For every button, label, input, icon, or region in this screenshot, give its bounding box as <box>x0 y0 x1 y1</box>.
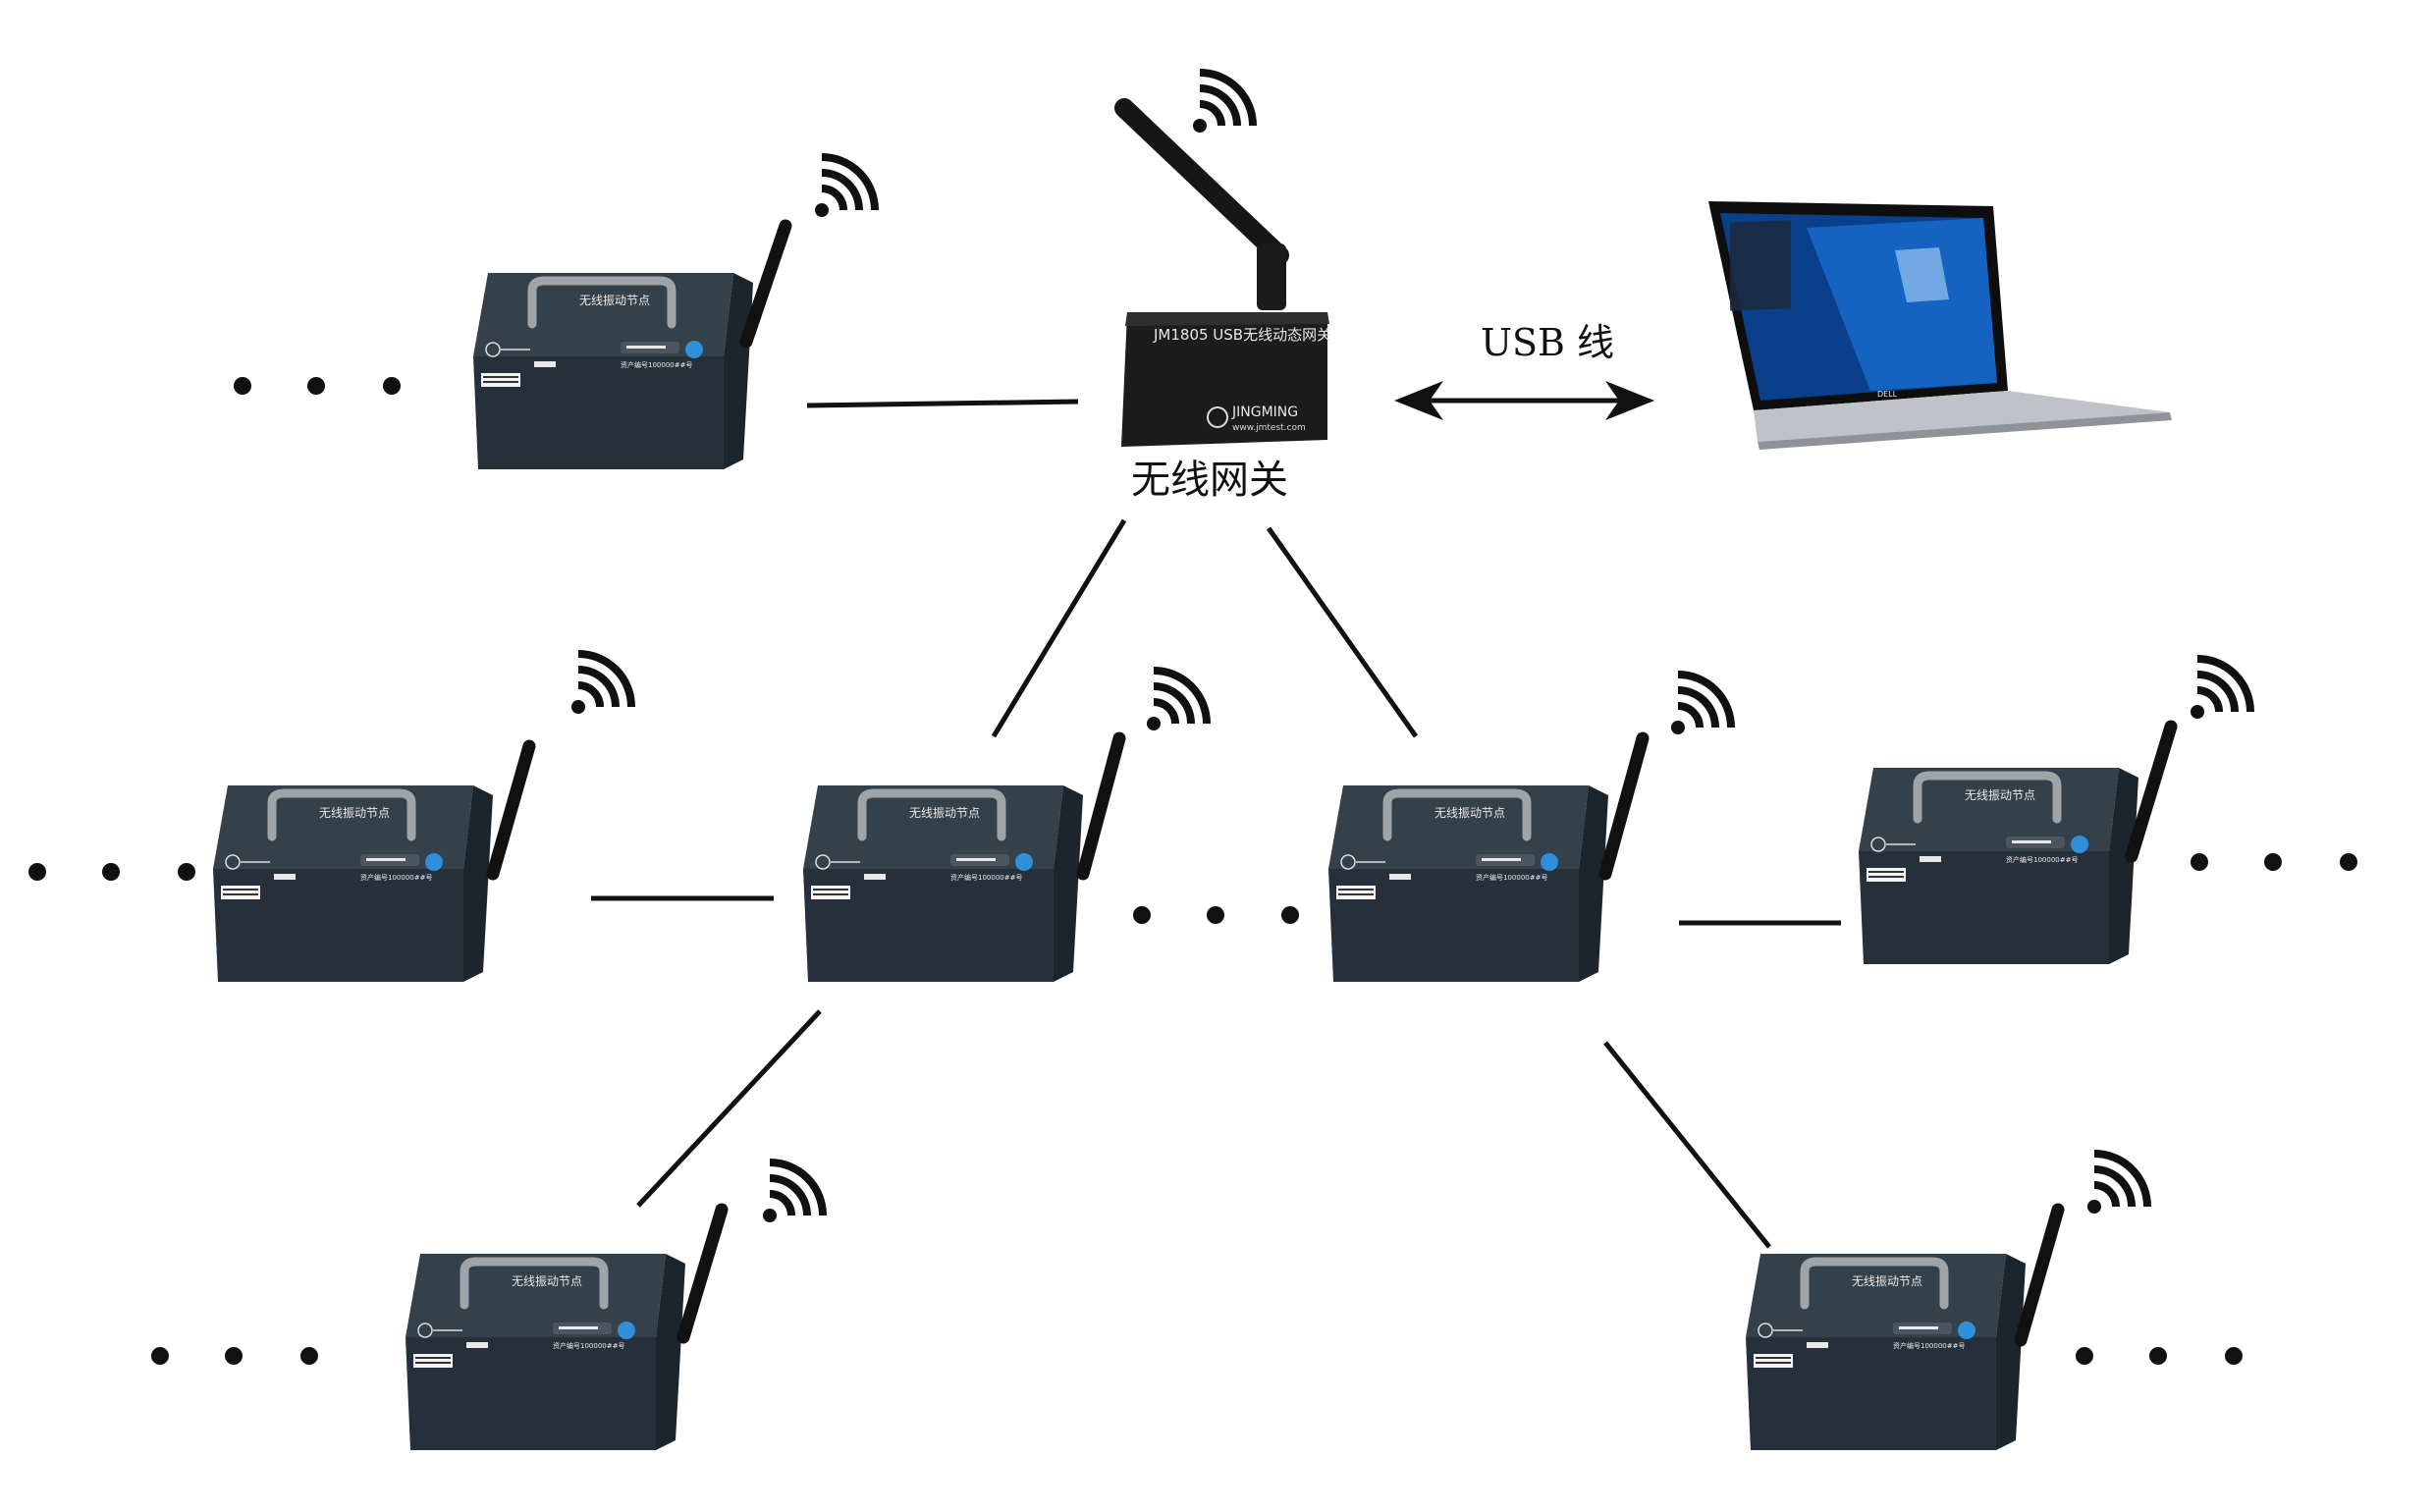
wifi-signal-icon <box>1147 671 1207 730</box>
node-bottom-right: 无线振动节点 资产编号100000##号 <box>1746 1154 2147 1450</box>
ellipsis-dots <box>28 377 2357 1365</box>
node-mri-antenna <box>1598 731 1650 881</box>
node-br-serial: 资产编号100000##号 <box>1893 1341 1965 1350</box>
ellipsis-bottom-right <box>2076 1347 2243 1365</box>
ellipsis-mid-right <box>2191 853 2357 871</box>
link-gateway-midright <box>1266 526 1419 738</box>
link-gateway-midleft <box>991 518 1127 738</box>
connection-lines <box>591 399 1841 1249</box>
gateway-antenna <box>1114 98 1289 265</box>
node-mid-left-inner: 无线振动节点 资产编号100000##号 <box>803 671 1207 982</box>
wifi-signal-icon <box>815 157 875 217</box>
node-mid-right-outer: 无线振动节点 资产编号100000##号 <box>1859 659 2250 964</box>
laptop-brand-text: DELL <box>1877 390 1898 399</box>
node-mli-serial: 资产编号100000##号 <box>950 873 1022 882</box>
brand-logo-icon <box>1207 406 1228 428</box>
node-mid-right-inner: 无线振动节点 资产编号100000##号 <box>1328 675 1731 982</box>
node-bottom-left: 无线振动节点 资产编号100000##号 <box>406 1162 823 1450</box>
link-midleft-bottomleft <box>636 1009 822 1208</box>
wifi-signal-icon <box>1671 675 1731 734</box>
node-mli-title: 无线振动节点 <box>909 806 980 820</box>
wireless-gateway: JM1805 USB无线动态网关 JINGMING www.jmtest.com… <box>1114 73 1331 503</box>
wifi-signal-icon <box>1193 73 1253 133</box>
node-mro-title: 无线振动节点 <box>1965 788 2035 802</box>
node-top: 无线振动节点 资产编号100000##号 <box>473 157 875 469</box>
gateway-body <box>1121 312 1327 447</box>
node-br-antenna <box>2014 1203 2065 1347</box>
node-bl-serial: 资产编号100000##号 <box>553 1341 624 1350</box>
link-midright-bottomright <box>1603 1041 1771 1249</box>
ellipsis-bottom-left <box>151 1347 318 1365</box>
gateway-brand-text: JINGMING <box>1231 405 1298 420</box>
node-bl-title: 无线振动节点 <box>512 1274 582 1288</box>
ellipsis-mid-center <box>1133 906 1299 924</box>
node-top-title: 无线振动节点 <box>579 294 650 307</box>
usb-label: USB 线 <box>1481 321 1614 364</box>
node-top-serial: 资产编号100000##号 <box>621 360 692 369</box>
node-mri-serial: 资产编号100000##号 <box>1476 873 1547 882</box>
wifi-signal-icon <box>571 654 631 714</box>
node-mri-title: 无线振动节点 <box>1434 806 1505 820</box>
node-mro-serial: 资产编号100000##号 <box>2006 855 2078 864</box>
node-mid-left-outer: 无线振动节点 资产编号100000##号 <box>213 654 631 982</box>
node-bl-antenna <box>676 1203 729 1344</box>
node-mlo-serial: 资产编号100000##号 <box>360 873 432 882</box>
laptop-icon: DELL <box>1708 201 2172 450</box>
gateway-brand-url: www.jmtest.com <box>1232 423 1306 433</box>
node-top-antenna <box>739 219 792 349</box>
laptop-base <box>1754 391 2170 442</box>
link-gateway-topnode <box>806 399 1079 408</box>
node-br-title: 无线振动节点 <box>1852 1274 1922 1288</box>
node-mlo-antenna <box>486 739 536 881</box>
ellipsis-top-left <box>234 377 401 395</box>
gateway-label: 无线网关 <box>1131 458 1288 503</box>
node-mlo-title: 无线振动节点 <box>319 806 390 820</box>
node-mli-antenna <box>1076 731 1126 881</box>
usb-connection: USB 线 <box>1394 321 1654 420</box>
wifi-signal-icon <box>2087 1154 2147 1214</box>
ellipsis-mid-left <box>28 863 195 881</box>
node-mro-antenna <box>2125 720 2178 863</box>
wifi-signal-icon <box>763 1162 823 1222</box>
gateway-model-text: JM1805 USB无线动态网关 <box>1153 326 1331 344</box>
wifi-signal-icon <box>2191 659 2250 719</box>
